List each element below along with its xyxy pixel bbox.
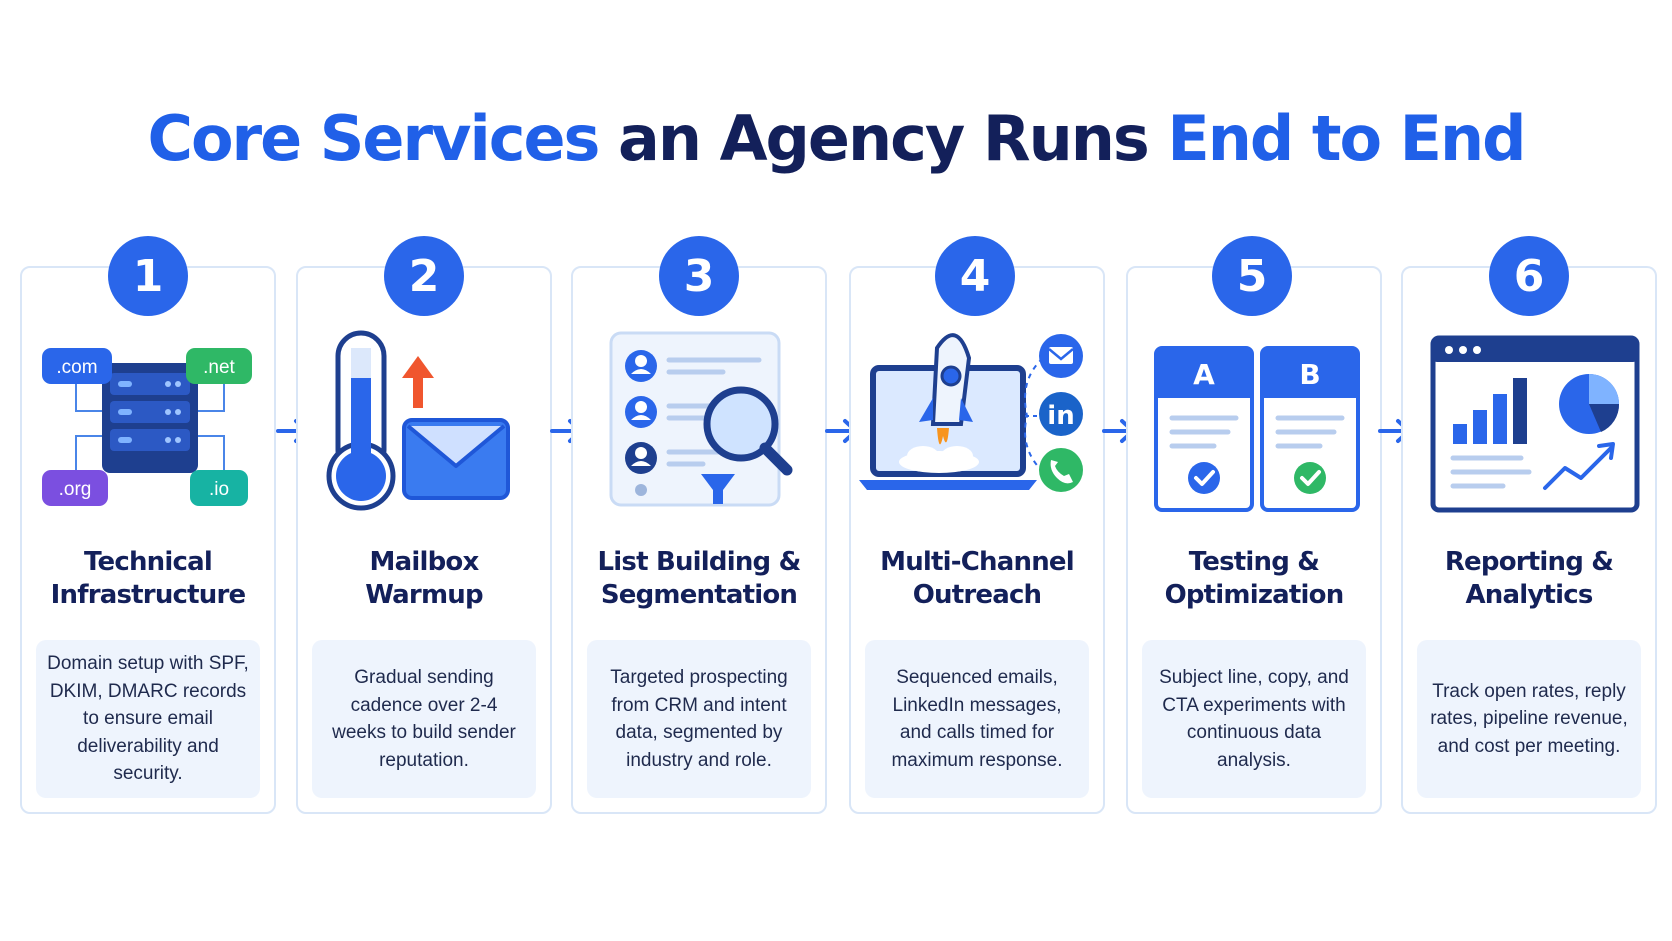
title-highlight-start: Core Services xyxy=(147,102,600,175)
step-description: Gradual sending cadence over 2-4 weeks t… xyxy=(332,667,516,771)
step-description-box: Track open rates, reply rates, pipeline … xyxy=(1417,640,1641,798)
step-description: Targeted prospecting from CRM and intent… xyxy=(610,667,788,771)
linkedin-icon xyxy=(1039,392,1083,436)
step-number-badge: 5 xyxy=(1212,236,1292,316)
step-title-line2: Infrastructure xyxy=(50,580,247,610)
step-number-badge: 3 xyxy=(659,236,739,316)
step-title: Multi-Channel Outreach xyxy=(851,546,1103,612)
step-card-multi-channel-outreach: in Multi-Channel Outreach Sequenced emai… xyxy=(849,266,1105,814)
step-title-line1: List Building & xyxy=(597,547,802,577)
step-title: Mailbox Warmup xyxy=(298,546,550,612)
step-card-technical-infrastructure: .com .net .org .io Technical Infrastruct… xyxy=(20,266,276,814)
title-highlight-end: End to End xyxy=(1167,102,1526,175)
step-title: Reporting & Analytics xyxy=(1403,546,1655,612)
step-card-reporting-analytics: Reporting & Analytics Track open rates, … xyxy=(1401,266,1657,814)
step-title-line2: Segmentation xyxy=(600,580,798,610)
step-title-line2: Warmup xyxy=(365,580,483,610)
step-title-line2: Analytics xyxy=(1465,580,1593,610)
contact-list-magnifier-icon xyxy=(573,328,829,518)
step-title-line1: Technical xyxy=(84,547,213,577)
step-number-badge: 1 xyxy=(108,236,188,316)
page-title: Core Services an Agency Runs End to End xyxy=(0,102,1672,175)
tag-net-label: .net xyxy=(203,357,235,378)
step-title: Testing & Optimization xyxy=(1128,546,1380,612)
step-description: Track open rates, reply rates, pipeline … xyxy=(1430,680,1628,757)
server-network-icon: .com .net .org .io xyxy=(22,328,278,518)
tag-com xyxy=(42,348,112,384)
step-title-line1: Testing & xyxy=(1188,547,1320,577)
step-card-list-building: List Building & Segmentation Targeted pr… xyxy=(571,266,827,814)
step-title-line2: Outreach xyxy=(912,580,1042,610)
thermometer-envelope-icon xyxy=(298,328,554,518)
step-number-badge: 2 xyxy=(384,236,464,316)
tag-io-label: .io xyxy=(209,479,229,500)
step-description-box: Sequenced emails, LinkedIn messages, and… xyxy=(865,640,1089,798)
step-title-line2: Optimization xyxy=(1164,580,1345,610)
step-card-mailbox-warmup: Mailbox Warmup Gradual sending cadence o… xyxy=(296,266,552,814)
step-description-box: Targeted prospecting from CRM and intent… xyxy=(587,640,811,798)
step-title-line1: Multi-Channel xyxy=(880,547,1075,577)
title-middle: an Agency Runs xyxy=(598,102,1168,175)
linkedin-label: in xyxy=(1047,401,1074,431)
step-number-badge: 6 xyxy=(1489,236,1569,316)
tag-org xyxy=(42,470,108,506)
rocket-laptop-icon: in xyxy=(851,328,1107,518)
variant-b-label: B xyxy=(1299,358,1320,391)
step-title: Technical Infrastructure xyxy=(22,546,274,612)
tag-io xyxy=(190,470,248,506)
step-description: Sequenced emails, LinkedIn messages, and… xyxy=(891,667,1063,771)
step-description-box: Gradual sending cadence over 2-4 weeks t… xyxy=(312,640,536,798)
phone-icon xyxy=(1039,448,1083,492)
variant-a-label: A xyxy=(1193,358,1215,391)
dashboard-chart-icon xyxy=(1403,328,1659,518)
tag-org-label: .org xyxy=(59,479,92,500)
step-description: Domain setup with SPF, DKIM, DMARC recor… xyxy=(47,653,249,785)
step-number-badge: 4 xyxy=(935,236,1015,316)
step-title: List Building & Segmentation xyxy=(573,546,825,612)
ab-test-icon: A B xyxy=(1128,328,1384,518)
tag-com-label: .com xyxy=(56,357,97,378)
step-description: Subject line, copy, and CTA experiments … xyxy=(1159,667,1349,771)
tag-net xyxy=(186,348,252,384)
step-card-testing-optimization: A B Testing & Optimization Subject line,… xyxy=(1126,266,1382,814)
step-description-box: Subject line, copy, and CTA experiments … xyxy=(1142,640,1366,798)
step-title-line1: Reporting & xyxy=(1444,547,1614,577)
step-title-line1: Mailbox xyxy=(369,547,480,577)
step-description-box: Domain setup with SPF, DKIM, DMARC recor… xyxy=(36,640,260,798)
